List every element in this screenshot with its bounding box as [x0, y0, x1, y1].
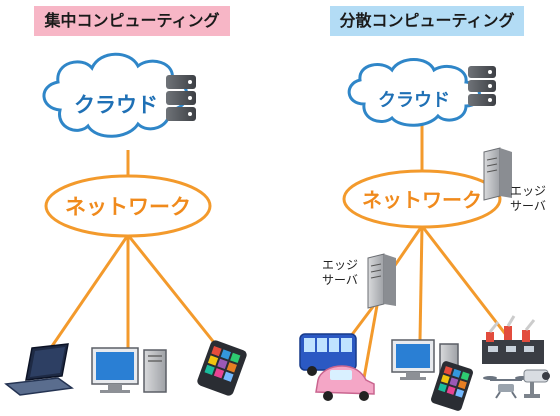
edge-server-top-icon: [483, 147, 512, 201]
edge-server-left-label: エッジ サーバ: [316, 258, 364, 288]
centralized-computing-title: 集中コンピューティング: [34, 6, 230, 36]
left-cloud-server-icon: [166, 75, 196, 121]
car-icon: [315, 365, 375, 401]
left-connection-lines: [46, 150, 222, 353]
distributed-computing-title: 分散コンピューティング: [330, 6, 524, 36]
camera-icon: [523, 369, 550, 398]
edge-server-top-label: エッジ サーバ: [504, 184, 552, 214]
factory-robot-icon: [482, 315, 544, 364]
smartphone-icon: [431, 361, 473, 411]
desktop-pc-icon: [91, 347, 167, 393]
edge-server-left-text: エッジ サーバ: [321, 258, 358, 287]
left-network-label: ネットワーク: [65, 195, 191, 219]
right-cloud-server-icon: [468, 66, 496, 106]
laptop-icon: [4, 343, 74, 396]
edge-server-left-icon: [367, 253, 396, 309]
right-network-label: ネットワーク: [362, 188, 482, 212]
left-cloud-label: クラウド: [74, 93, 158, 117]
right-network: ネットワーク: [342, 169, 502, 229]
edge-server-top-text: エッジ サーバ: [509, 184, 546, 213]
desktop-pc-icon: [391, 339, 459, 381]
left-cloud: クラウド: [42, 52, 189, 138]
right-cloud-label: クラウド: [378, 90, 450, 111]
left-network: ネットワーク: [44, 174, 212, 238]
drone-icon: [483, 376, 529, 399]
right-cloud: クラウド: [347, 58, 481, 127]
smartphone-icon: [197, 340, 247, 396]
